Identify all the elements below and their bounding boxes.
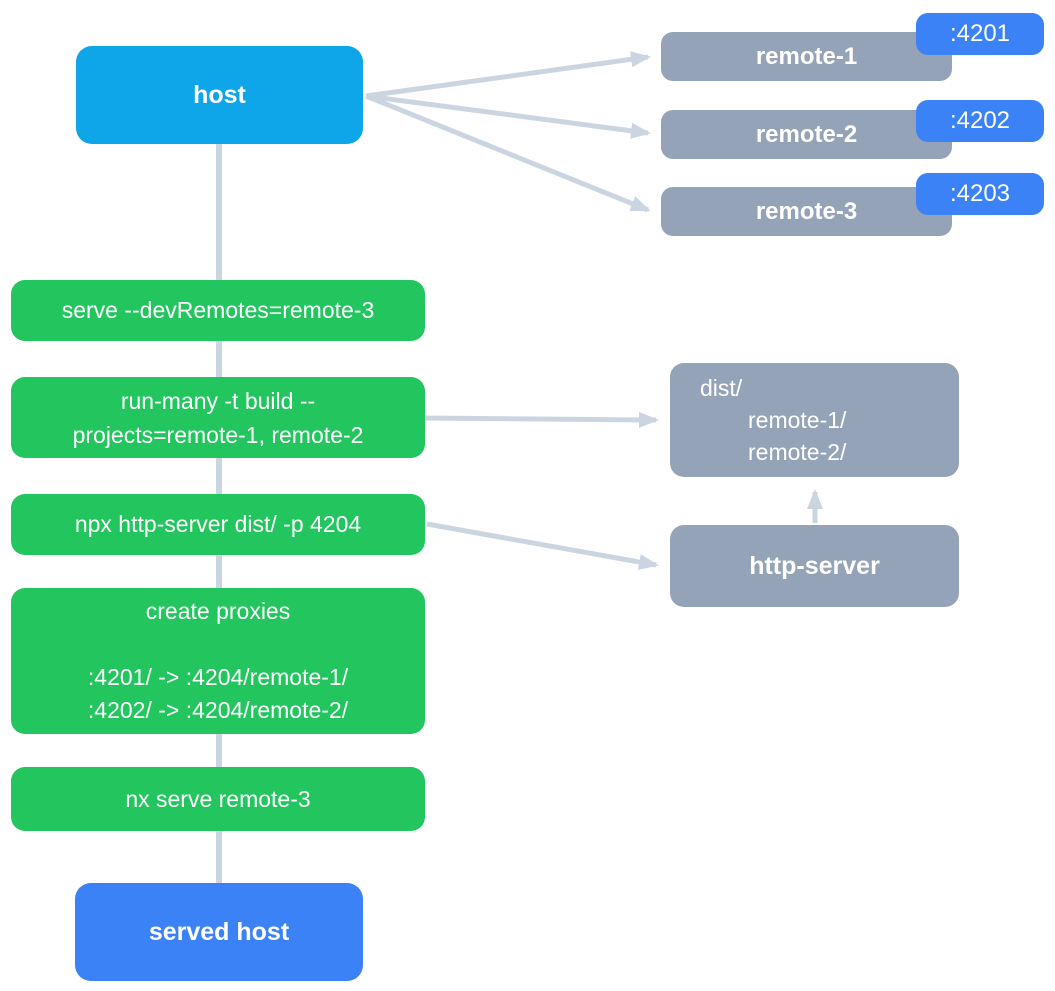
port-badge-4203-label: :4203 <box>949 180 1011 207</box>
node-remote-1: remote-1 <box>661 32 952 81</box>
edge-host-to-remote-1 <box>365 51 651 99</box>
proxy-mapping-1: :4201/ -> :4204/remote-1/ <box>87 664 349 690</box>
port-badge-4202: :4202 <box>916 100 1044 142</box>
node-served-host: served host <box>75 883 363 981</box>
port-badge-4202-label: :4202 <box>949 107 1011 134</box>
remote-2-label: remote-2 <box>755 120 858 148</box>
node-remote-2: remote-2 <box>661 110 952 159</box>
command-npx-http-server: npx http-server dist/ -p 4204 <box>11 494 425 555</box>
port-badge-4201: :4201 <box>916 13 1044 55</box>
edge-runmany-to-dist <box>419 411 659 428</box>
command-run-many-build: run-many -t build -- projects=remote-1, … <box>11 377 425 458</box>
served-host-label: served host <box>148 917 290 946</box>
create-proxies-title: create proxies <box>145 598 291 624</box>
edge-host-to-remote-2 <box>365 93 651 139</box>
command-nx-serve-remote-3: nx serve remote-3 <box>11 767 425 831</box>
node-host: host <box>76 46 363 144</box>
proxy-mapping-2: :4202/ -> :4204/remote-2/ <box>87 697 349 723</box>
command-create-proxies: create proxies :4201/ -> :4204/remote-1/… <box>11 588 425 734</box>
remote-1-label: remote-1 <box>755 42 858 70</box>
node-dist-folder: dist/ remote-1/ remote-2/ <box>670 363 959 477</box>
http-server-label: http-server <box>749 551 880 580</box>
command-serve-devremotes-text: serve --devRemotes=remote-3 <box>61 297 375 323</box>
command-run-many-line-1: run-many -t build -- <box>120 387 316 414</box>
port-badge-4203: :4203 <box>916 173 1044 215</box>
remote-3-label: remote-3 <box>755 197 858 225</box>
edge-httpcmd-to-httpserver <box>426 521 659 570</box>
dist-root-label: dist/ <box>700 375 743 401</box>
node-http-server: http-server <box>670 525 959 607</box>
dist-remote-1-label: remote-1/ <box>748 407 847 433</box>
dist-remote-2-label: remote-2/ <box>748 439 847 465</box>
node-remote-3: remote-3 <box>661 187 952 236</box>
edge-host-to-remote-3 <box>365 93 651 213</box>
command-npx-http-server-text: npx http-server dist/ -p 4204 <box>74 511 362 537</box>
command-nx-serve-remote-3-text: nx serve remote-3 <box>125 785 311 812</box>
command-serve-devremotes: serve --devRemotes=remote-3 <box>11 280 425 341</box>
port-badge-4201-label: :4201 <box>949 20 1011 47</box>
command-run-many-line-2: projects=remote-1, remote-2 <box>72 421 364 448</box>
host-label: host <box>193 80 246 109</box>
